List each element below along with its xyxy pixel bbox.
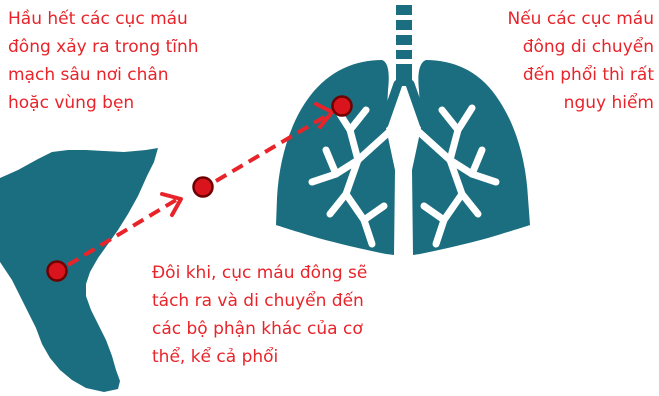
trachea-ring-1 [396, 5, 412, 15]
left-lung-lobe [276, 60, 395, 255]
trachea-ring-3 [396, 35, 412, 45]
clot-leg [48, 262, 67, 281]
leg-silhouette-icon [0, 148, 158, 392]
note-clot-origin: Hầu hết các cục máu đông xảy ra trong tĩ… [8, 5, 258, 117]
trachea-ring-4 [396, 50, 412, 59]
trachea-ring-2 [396, 20, 412, 30]
note-lung-danger: Nếu các cục máu đông di chuyển đến phổi … [470, 5, 654, 117]
clot-in-transit [194, 178, 213, 197]
note-clot-travel: Đôi khi, cục máu đông sẽ tách ra và di c… [152, 259, 422, 371]
clot-lung [333, 97, 352, 116]
